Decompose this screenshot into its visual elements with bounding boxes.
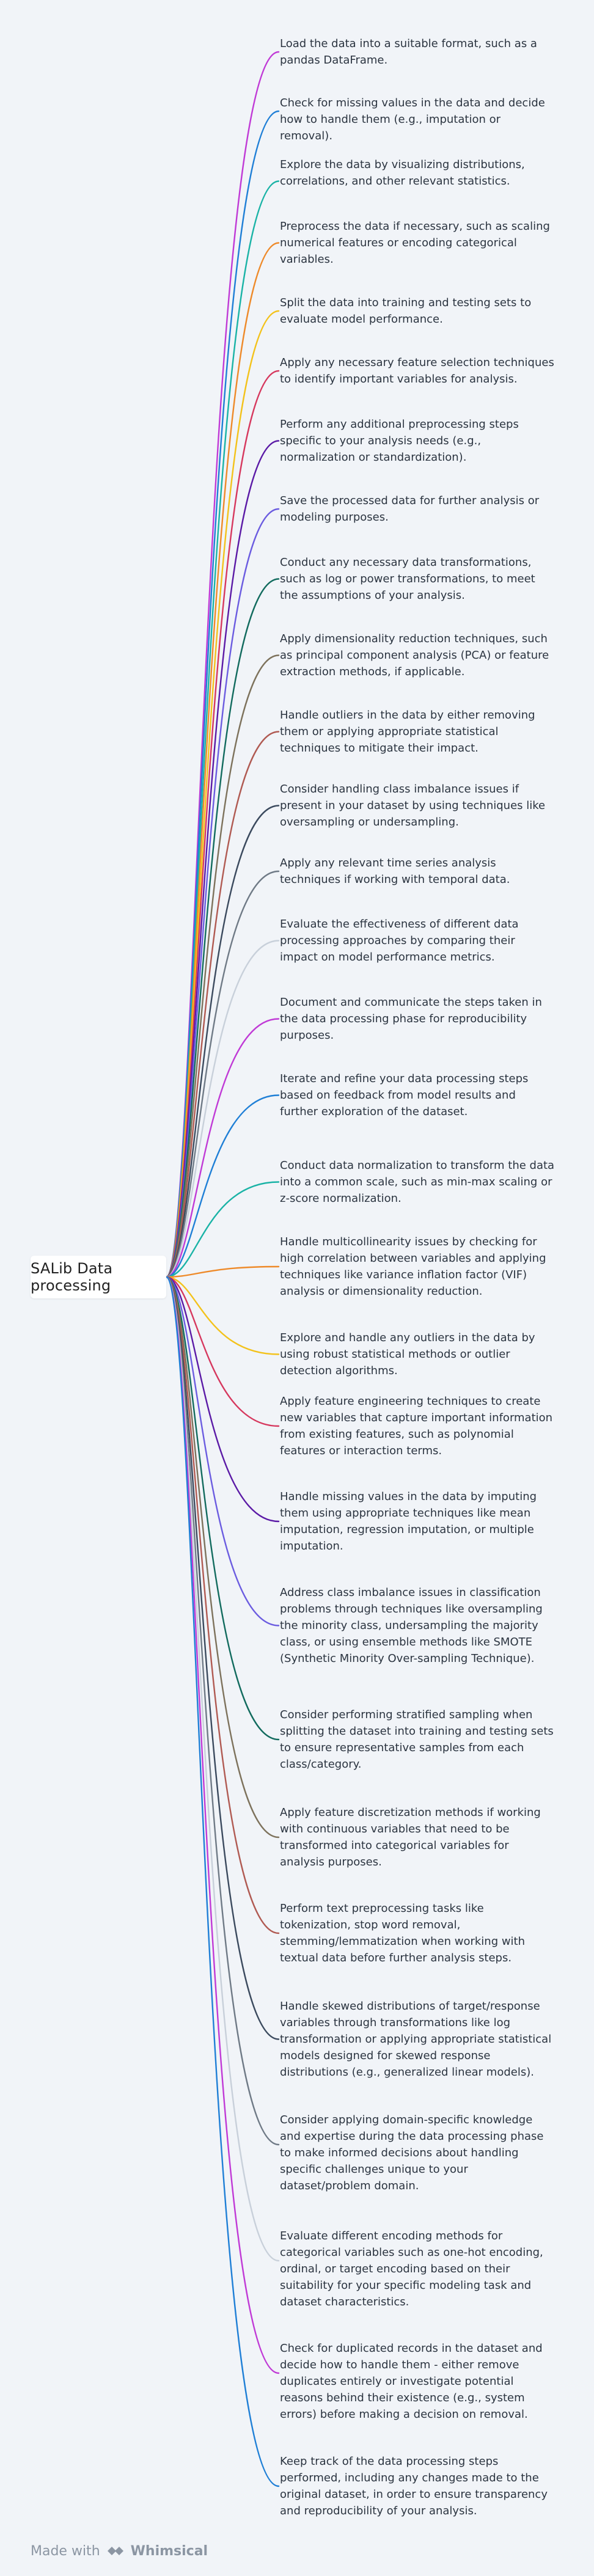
child-node-30[interactable]: Keep track of the data processing steps … xyxy=(280,2455,548,2517)
child-node-13[interactable]: Apply any relevant time series analysis … xyxy=(280,857,510,886)
child-node-7[interactable]: Perform any additional preprocessing ste… xyxy=(280,418,519,464)
child-node-9[interactable]: Conduct any necessary data transformatio… xyxy=(280,556,535,602)
root-node[interactable]: SALib Data processing xyxy=(31,1256,166,1298)
child-node-11[interactable]: Handle outliers in the data by either re… xyxy=(280,709,535,755)
child-node-19[interactable]: Explore and handle any outliers in the d… xyxy=(280,1331,535,1377)
connector-17 xyxy=(165,1181,280,1278)
child-node-8[interactable]: Save the processed data for further anal… xyxy=(280,494,540,524)
child-node-1[interactable]: Load the data into a suitable format, su… xyxy=(280,37,537,67)
child-node-16[interactable]: Iterate and refine your data processing … xyxy=(280,1072,529,1118)
connector-15 xyxy=(165,1018,280,1278)
child-node-12[interactable]: Consider handling class imbalance issues… xyxy=(280,783,546,829)
child-node-28[interactable]: Evaluate different encoding methods for … xyxy=(280,2230,543,2308)
connector-20 xyxy=(165,1276,280,1427)
connector-27 xyxy=(165,1276,280,2146)
connector-25 xyxy=(165,1276,280,1934)
connector-14 xyxy=(165,940,280,1278)
child-node-15[interactable]: Document and communicate the steps taken… xyxy=(280,996,542,1042)
connector-12 xyxy=(165,805,280,1278)
connector-24 xyxy=(165,1276,280,1839)
made-with-label: Made with xyxy=(31,2543,100,2559)
made-with-whimsical[interactable]: Made with Whimsical xyxy=(31,2542,208,2560)
child-node-20[interactable]: Apply feature engineering techniques to … xyxy=(280,1395,553,1457)
connector-21 xyxy=(165,1276,280,1523)
connector-2 xyxy=(165,110,280,1278)
connector-22 xyxy=(165,1276,280,1626)
child-node-21[interactable]: Handle missing values in the data by imp… xyxy=(280,1490,537,1553)
child-node-14[interactable]: Evaluate the effectiveness of different … xyxy=(280,918,519,964)
child-node-4[interactable]: Preprocess the data if necessary, such a… xyxy=(280,220,550,266)
child-node-6[interactable]: Apply any necessary feature selection te… xyxy=(280,356,554,386)
child-node-24[interactable]: Apply feature discretization methods if … xyxy=(280,1806,541,1868)
connector-11 xyxy=(165,731,280,1278)
child-node-23[interactable]: Consider performing stratified sampling … xyxy=(280,1708,554,1771)
connector-30 xyxy=(165,1276,280,2487)
root-node-label: SALib Data processing xyxy=(31,1260,113,1294)
connector-9 xyxy=(165,578,280,1278)
connector-18 xyxy=(165,1265,280,1278)
child-node-25[interactable]: Perform text preprocessing tasks like to… xyxy=(280,1902,526,1964)
connector-16 xyxy=(165,1094,280,1278)
connector-10 xyxy=(165,654,280,1278)
whimsical-brand: Whimsical xyxy=(130,2543,208,2559)
child-node-2[interactable]: Check for missing values in the data and… xyxy=(280,97,545,142)
child-node-10[interactable]: Apply dimensionality reduction technique… xyxy=(280,632,549,678)
connector-3 xyxy=(165,180,280,1278)
child-node-22[interactable]: Address class imbalance issues in classi… xyxy=(280,1586,543,1665)
child-node-5[interactable]: Split the data into training and testing… xyxy=(280,296,532,326)
connector-23 xyxy=(165,1276,280,1741)
connector-13 xyxy=(165,870,280,1278)
child-node-3[interactable]: Explore the data by visualizing distribu… xyxy=(280,158,525,188)
connector-19 xyxy=(165,1276,280,1355)
child-node-17[interactable]: Conduct data normalization to transform … xyxy=(280,1159,555,1205)
child-node-29[interactable]: Check for duplicated records in the data… xyxy=(280,2342,543,2421)
child-node-26[interactable]: Handle skewed distributions of target/re… xyxy=(280,2000,552,2079)
child-node-27[interactable]: Consider applying domain-specific knowle… xyxy=(280,2113,544,2192)
connector-29 xyxy=(165,1276,280,2374)
child-node-18[interactable]: Handle multicollinearity issues by check… xyxy=(280,1235,546,1298)
whimsical-logo-icon xyxy=(107,2547,123,2555)
